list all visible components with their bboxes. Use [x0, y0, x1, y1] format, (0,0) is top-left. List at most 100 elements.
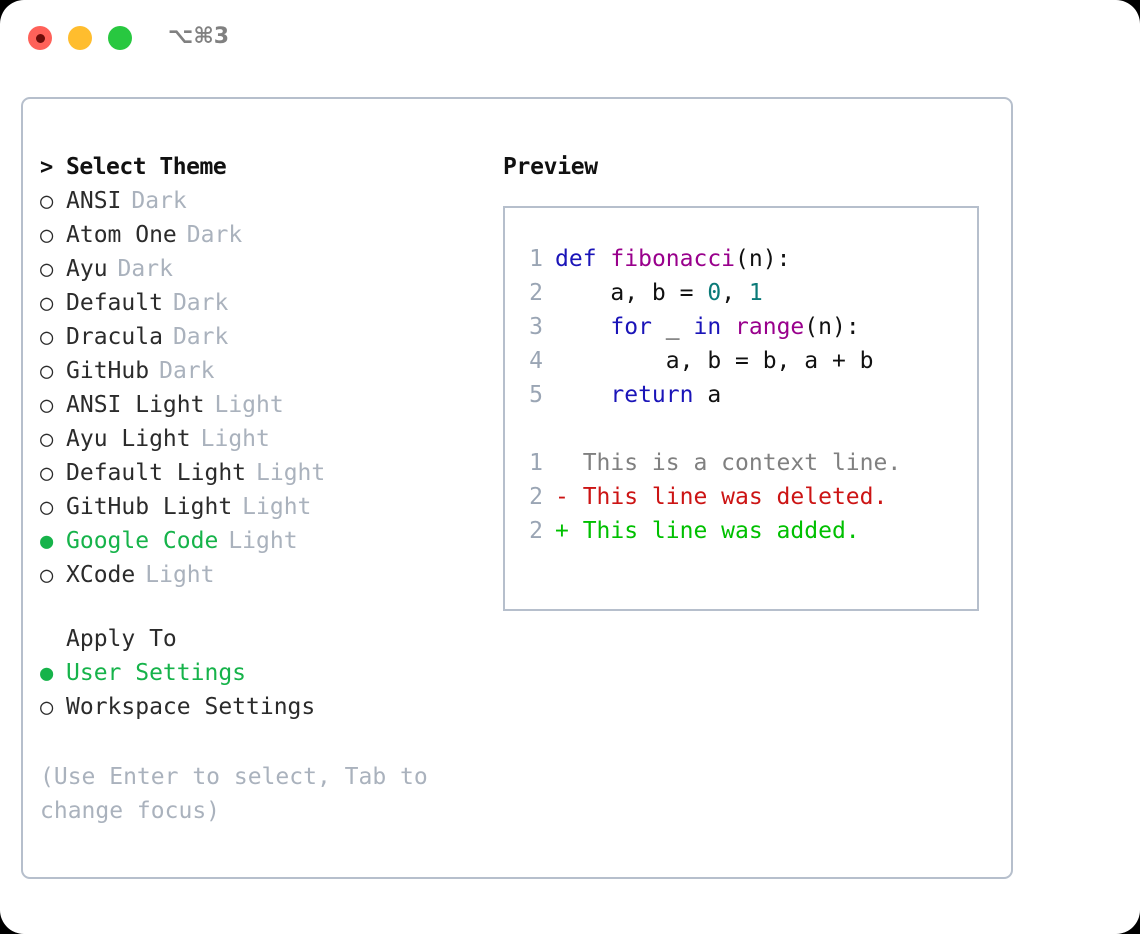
line-number: 2	[529, 518, 543, 544]
theme-name: Ayu Light	[66, 426, 191, 452]
close-button[interactable]	[28, 26, 52, 50]
radio-unselected-icon: ○	[40, 393, 54, 418]
code-token	[721, 314, 735, 340]
theme-variant-badge: Dark	[159, 358, 215, 384]
apply-to-label: Apply To	[66, 626, 177, 652]
apply-to-option-label: Workspace Settings	[66, 694, 316, 720]
theme-list-item[interactable]: ● Google Code Light	[40, 524, 470, 558]
radio-selected-icon: ●	[40, 661, 54, 686]
code-token: (n):	[735, 246, 791, 272]
theme-variant-badge: Dark	[172, 324, 229, 350]
theme-variant-badge: Light	[228, 528, 298, 554]
apply-to-option[interactable]: ● User Settings	[40, 656, 470, 690]
code-token: in	[693, 314, 722, 340]
radio-selected-icon: ●	[40, 529, 54, 554]
radio-unselected-icon: ○	[40, 223, 54, 248]
code-token	[597, 246, 611, 272]
theme-name: XCode	[66, 562, 136, 588]
line-number: 3	[529, 314, 543, 340]
code-token: for	[610, 314, 652, 340]
theme-name: Google Code	[66, 528, 219, 554]
minimize-button[interactable]	[68, 26, 92, 50]
zoom-button[interactable]	[108, 26, 132, 50]
close-icon	[35, 33, 45, 43]
theme-name: ANSI Light	[66, 392, 205, 418]
theme-name: Dracula	[66, 324, 163, 350]
code-line: 4 a, b = b, a + b	[517, 344, 901, 378]
code-token	[555, 382, 610, 408]
radio-unselected-icon: ○	[40, 563, 54, 588]
theme-variant-badge: Light	[242, 494, 312, 520]
prompt-caret-icon: >	[40, 155, 53, 180]
code-token: a	[693, 382, 722, 408]
theme-picker-header: > Select Theme	[40, 150, 470, 184]
code-token: return	[610, 382, 694, 408]
theme-list-item[interactable]: ○ GitHub Light Light	[40, 490, 470, 524]
theme-variant-badge: Light	[200, 426, 270, 452]
code-token: _	[651, 314, 694, 340]
diff-text: - This line was deleted.	[555, 484, 888, 510]
theme-variant-badge: Light	[256, 460, 326, 486]
theme-name: Default	[66, 290, 163, 316]
title-bar: ⌥⌘3	[0, 0, 1140, 76]
code-line: 3 for _ in range(n):	[517, 310, 901, 344]
theme-variant-badge: Dark	[117, 256, 173, 282]
theme-list-item[interactable]: ○ XCode Light	[40, 558, 470, 592]
radio-unselected-icon: ○	[40, 461, 54, 486]
theme-name: Ayu	[66, 256, 108, 282]
code-token: 0	[707, 280, 722, 306]
line-number: 2	[529, 484, 543, 510]
apply-to-option-label: User Settings	[66, 660, 247, 686]
code-line: 2 a, b = 0, 1	[517, 276, 901, 310]
list-spacer	[40, 592, 470, 622]
apply-to-label-row: ○Apply To	[40, 622, 470, 656]
line-number: 2	[529, 280, 543, 306]
theme-variant-badge: Dark	[186, 222, 243, 248]
code-token: a, b = b, a + b	[555, 348, 874, 374]
theme-list-item[interactable]: ○ Default Dark	[40, 286, 470, 320]
radio-unselected-icon: ○	[40, 257, 54, 282]
theme-variant-badge: Dark	[172, 290, 229, 316]
diff-line: 2 + This line was added.	[517, 514, 901, 548]
theme-name: ANSI	[66, 188, 122, 214]
radio-unselected-icon: ○	[40, 359, 54, 384]
apply-to-option[interactable]: ○ Workspace Settings	[40, 690, 470, 724]
keyboard-hint: (Use Enter to select, Tab to change focu…	[40, 764, 428, 824]
theme-variant-badge: Light	[145, 562, 215, 588]
line-number: 1	[529, 246, 543, 272]
theme-list-item[interactable]: ○ Ayu Light Light	[40, 422, 470, 456]
code-token: def	[555, 246, 597, 272]
radio-unselected-icon: ○	[40, 695, 54, 720]
diff-text: + This line was added.	[555, 518, 860, 544]
radio-unselected-icon: ○	[40, 427, 54, 452]
theme-name: GitHub	[66, 358, 150, 384]
code-token: (n):	[804, 314, 860, 340]
line-number: 4	[529, 348, 543, 374]
apply-to-options[interactable]: ● User Settings ○ Workspace Settings	[40, 656, 470, 724]
code-token: ,	[721, 280, 749, 306]
code-line: 5 return a	[517, 378, 901, 412]
theme-name: GitHub Light	[66, 494, 233, 520]
diff-text: This is a context line.	[555, 450, 902, 476]
page-title: Select Theme	[66, 154, 227, 180]
radio-unselected-icon: ○	[40, 495, 54, 520]
radio-unselected-icon: ○	[40, 189, 54, 214]
theme-list-item[interactable]: ○ Ayu Dark	[40, 252, 470, 286]
diff-line: 1 This is a context line.	[517, 446, 901, 480]
preview-title: Preview	[503, 154, 598, 180]
code-blank-line	[517, 412, 901, 446]
keyboard-shortcut-label: ⌥⌘3	[168, 24, 230, 49]
radio-unselected-icon: ○	[40, 291, 54, 316]
theme-list-item[interactable]: ○ GitHub Dark	[40, 354, 470, 388]
